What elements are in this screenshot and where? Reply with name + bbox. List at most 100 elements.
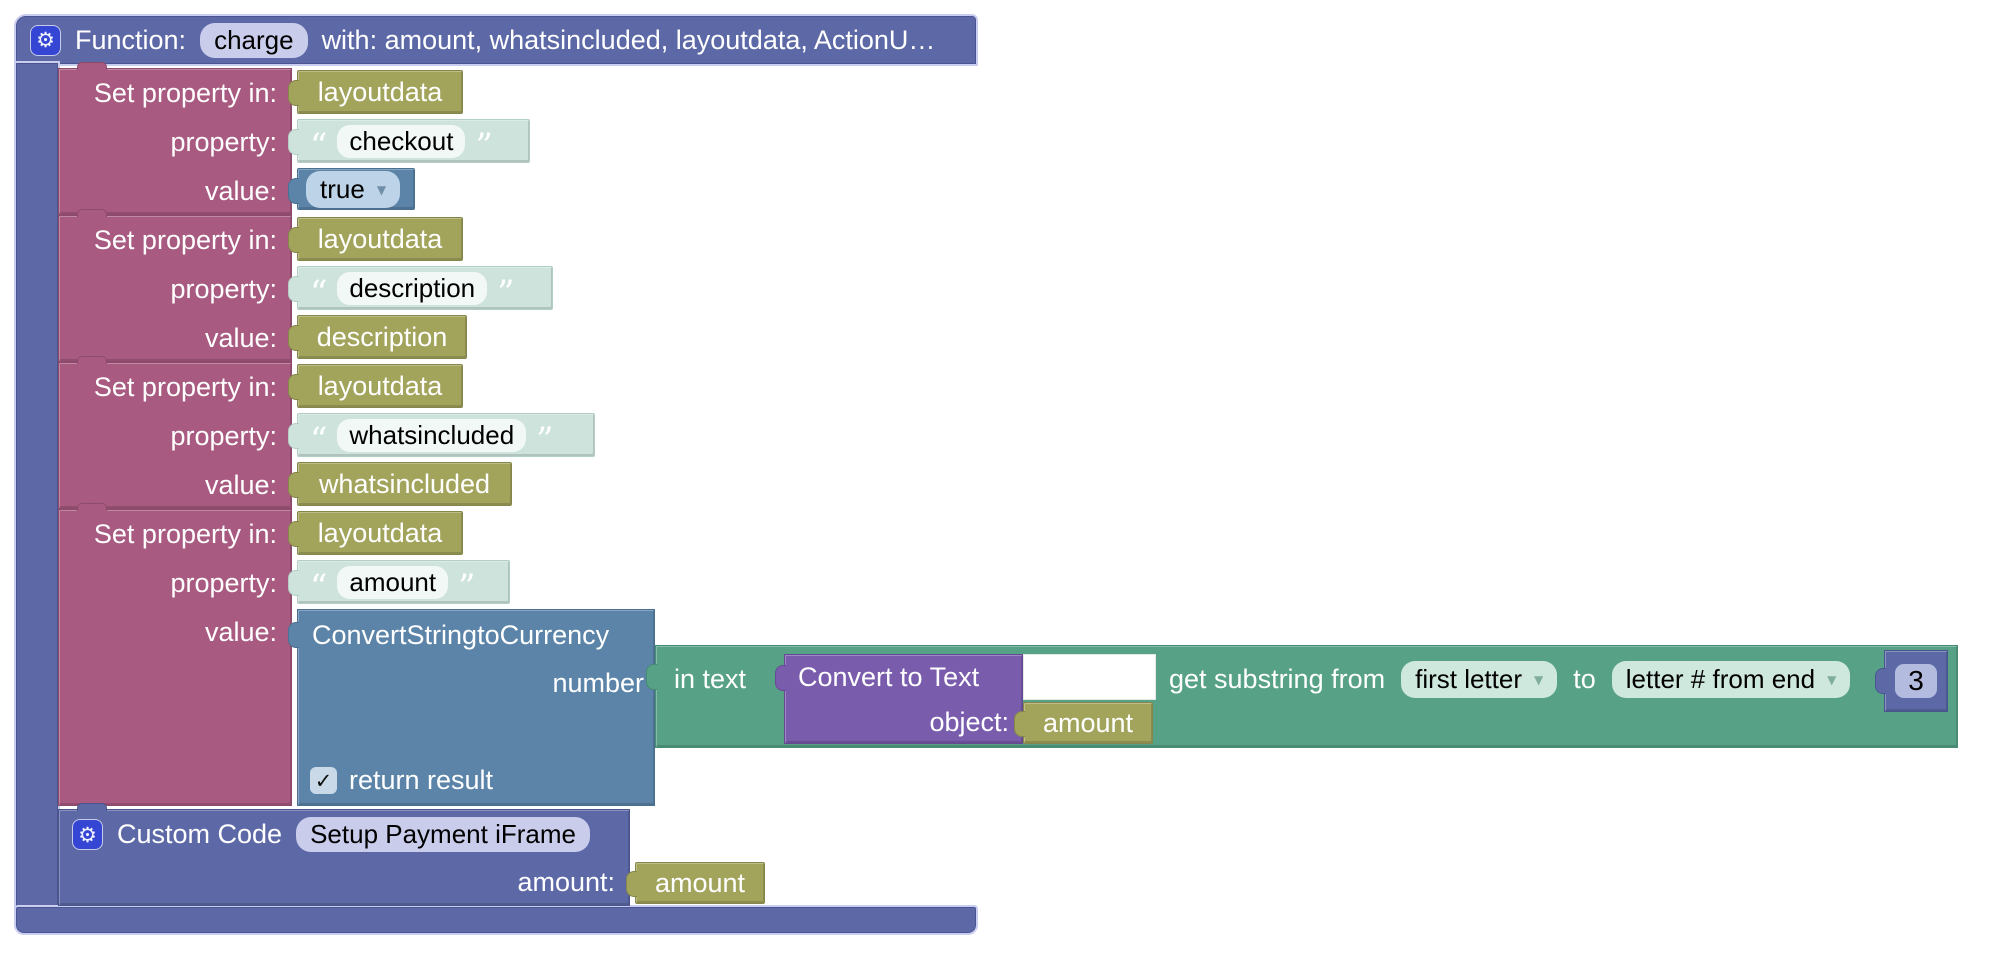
variable-block-description[interactable]: description bbox=[288, 315, 467, 359]
variable-block-amount[interactable]: amount bbox=[626, 862, 765, 904]
variable-label: layoutdata bbox=[317, 370, 443, 401]
puzzle-tab bbox=[288, 325, 299, 351]
puzzle-tab bbox=[288, 570, 299, 596]
amount-param-label: amount: bbox=[517, 866, 615, 897]
statement-notch bbox=[77, 62, 107, 70]
puzzle-tab bbox=[288, 622, 299, 648]
chevron-down-icon: ▼ bbox=[1534, 673, 1544, 687]
close-quote-icon: ” bbox=[497, 273, 515, 313]
function-bottom-bar[interactable] bbox=[16, 907, 976, 933]
variable-label: amount bbox=[654, 867, 746, 898]
property-label: property: bbox=[170, 568, 277, 598]
dropdown-value: first letter bbox=[1415, 663, 1523, 694]
puzzle-tab bbox=[626, 871, 637, 897]
statement-notch bbox=[77, 356, 107, 364]
text-block-amount[interactable]: “ amount ” bbox=[288, 560, 510, 607]
text-field[interactable]: description bbox=[337, 271, 488, 305]
value-label: value: bbox=[204, 176, 277, 206]
variable-block-layoutdata[interactable]: layoutdata bbox=[288, 70, 463, 114]
close-quote-icon: ” bbox=[536, 420, 554, 460]
variable-block-layoutdata[interactable]: layoutdata bbox=[288, 364, 463, 408]
function-left-rail[interactable] bbox=[16, 63, 58, 911]
return-result-label: return result bbox=[349, 765, 494, 795]
dropdown-value: true bbox=[320, 173, 365, 204]
custom-code-label: Custom Code bbox=[117, 819, 283, 849]
variable-label: whatsincluded bbox=[318, 468, 491, 499]
to-label: to bbox=[1573, 663, 1596, 694]
variable-block-layoutdata[interactable]: layoutdata bbox=[288, 217, 463, 261]
puzzle-tab bbox=[288, 472, 299, 498]
puzzle-tab bbox=[288, 129, 299, 155]
function-params-label: with: amount, whatsincluded, layoutdata,… bbox=[321, 24, 936, 55]
boolean-block-true[interactable]: true ▼ bbox=[288, 168, 415, 210]
convert-to-text-title: Convert to Text bbox=[798, 662, 980, 692]
text-block-whatsincluded[interactable]: “ whatsincluded ” bbox=[288, 413, 595, 460]
number-field[interactable]: 3 bbox=[1895, 664, 1937, 698]
gear-icon[interactable]: ⚙ bbox=[72, 819, 103, 850]
text-field[interactable]: whatsincluded bbox=[337, 418, 527, 452]
in-text-label: in text bbox=[674, 663, 747, 694]
variable-label: amount bbox=[1042, 707, 1134, 738]
statement-notch bbox=[77, 803, 107, 811]
property-label: property: bbox=[170, 127, 277, 157]
object-label: object: bbox=[929, 707, 1009, 737]
number-input-label: number bbox=[552, 668, 644, 698]
puzzle-tab bbox=[288, 521, 299, 547]
set-property-label: Set property in: bbox=[93, 372, 277, 402]
property-label: property: bbox=[170, 274, 277, 304]
convert-currency-title: ConvertStringtoCurrency bbox=[312, 620, 610, 650]
get-substring-label: get substring from bbox=[1169, 663, 1386, 694]
chevron-down-icon: ▼ bbox=[376, 183, 387, 197]
text-block-description[interactable]: “ description ” bbox=[288, 266, 553, 313]
puzzle-tab bbox=[288, 276, 299, 302]
close-quote-icon: ” bbox=[458, 567, 476, 607]
set-property-label: Set property in: bbox=[93, 78, 277, 108]
function-label: Function: bbox=[75, 24, 187, 55]
set-property-label: Set property in: bbox=[93, 225, 277, 255]
function-block-header[interactable]: ⚙ Function: charge with: amount, whatsin… bbox=[16, 16, 976, 64]
text-field[interactable]: amount bbox=[337, 565, 449, 599]
variable-label: layoutdata bbox=[317, 223, 443, 254]
puzzle-tab bbox=[288, 227, 299, 253]
set-property-block[interactable]: Set property in: property: value: bbox=[58, 62, 292, 215]
custom-code-name-field[interactable]: Setup Payment iFrame bbox=[296, 817, 590, 852]
puzzle-tab bbox=[646, 664, 657, 690]
number-block-3[interactable]: 3 bbox=[1875, 650, 1948, 712]
open-quote-icon: “ bbox=[310, 420, 328, 460]
text-field[interactable]: checkout bbox=[337, 124, 466, 158]
convert-to-text-block[interactable]: Convert to Text object: bbox=[775, 654, 1023, 744]
value-label: value: bbox=[204, 323, 277, 353]
set-property-block[interactable]: Set property in: property: value: bbox=[58, 503, 292, 806]
set-property-block[interactable]: Set property in: property: value: bbox=[58, 356, 292, 509]
chevron-down-icon: ▼ bbox=[1827, 673, 1837, 687]
value-label: value: bbox=[204, 470, 277, 500]
set-property-label: Set property in: bbox=[93, 519, 277, 549]
variable-label: layoutdata bbox=[317, 517, 443, 548]
puzzle-tab bbox=[288, 80, 299, 106]
substring-to-dropdown[interactable]: letter # from end ▼ bbox=[1611, 660, 1851, 698]
custom-code-block[interactable]: ⚙ Custom Code Setup Payment iFrame amoun… bbox=[58, 803, 630, 906]
text-block-checkout[interactable]: “ checkout ” bbox=[288, 119, 530, 166]
puzzle-tab bbox=[1014, 711, 1025, 737]
gear-icon[interactable]: ⚙ bbox=[30, 24, 61, 56]
return-result-checkbox[interactable]: ✓ bbox=[310, 767, 337, 794]
property-label: property: bbox=[170, 421, 277, 451]
puzzle-tab bbox=[775, 665, 786, 691]
variable-block-whatsincluded[interactable]: whatsincluded bbox=[288, 462, 512, 506]
statement-notch bbox=[77, 209, 107, 217]
variable-block-layoutdata[interactable]: layoutdata bbox=[288, 511, 463, 555]
get-substring-block[interactable]: in text Convert to Text object: amount g… bbox=[646, 645, 1958, 748]
puzzle-tab bbox=[288, 374, 299, 400]
variable-block-amount[interactable]: amount bbox=[1014, 702, 1153, 744]
boolean-dropdown[interactable]: true ▼ bbox=[306, 170, 401, 208]
empty-input-socket bbox=[1023, 654, 1156, 700]
substring-from-dropdown[interactable]: first letter ▼ bbox=[1401, 660, 1558, 698]
open-quote-icon: “ bbox=[310, 126, 328, 166]
set-property-block[interactable]: Set property in: property: value: bbox=[58, 209, 292, 362]
convert-string-to-currency-block[interactable]: ConvertStringtoCurrency number ✓ return … bbox=[288, 609, 655, 806]
variable-label: layoutdata bbox=[317, 76, 443, 107]
puzzle-tab bbox=[288, 178, 299, 204]
variable-label: description bbox=[316, 321, 448, 352]
function-name-field[interactable]: charge bbox=[200, 22, 308, 58]
